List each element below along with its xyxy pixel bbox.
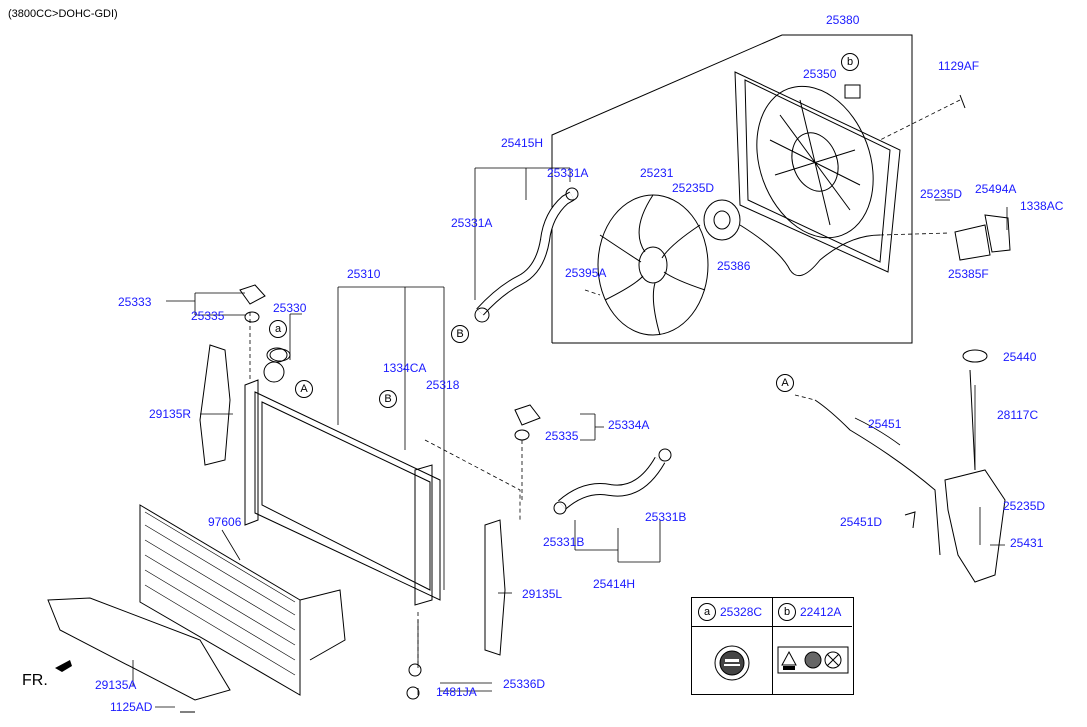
part-25331A-top[interactable]: 25331A — [547, 166, 589, 180]
lower-hose-drawing — [553, 448, 672, 515]
part-1481JA[interactable]: 1481JA — [436, 685, 477, 699]
part-29135A[interactable]: 29135A — [95, 678, 137, 692]
part-25386[interactable]: 25386 — [717, 259, 751, 273]
engine-spec-header: (3800CC>DOHC-GDI) — [8, 8, 118, 20]
part-25395A[interactable]: 25395A — [565, 266, 607, 280]
part-25380[interactable]: 25380 — [826, 13, 860, 27]
part-97606[interactable]: 97606 — [208, 515, 242, 529]
callout-B-hose: B — [451, 325, 469, 343]
bracket-right-drawing — [199, 344, 231, 466]
part-25335-top[interactable]: 25335 — [191, 309, 225, 323]
radiator-drawing — [244, 361, 441, 606]
part-25494A[interactable]: 25494A — [975, 182, 1017, 196]
part-1338AC[interactable]: 1338AC — [1020, 199, 1064, 213]
part-29135R[interactable]: 29135R — [149, 407, 192, 421]
callout-a-cap: a — [269, 320, 287, 338]
part-25451D[interactable]: 25451D — [840, 515, 883, 529]
fan-shroud — [734, 71, 901, 273]
upper-hose-drawing — [474, 187, 579, 323]
part-25333[interactable]: 25333 — [118, 295, 152, 309]
part-29135L[interactable]: 29135L — [522, 587, 563, 601]
legend-part-25328C[interactable]: 25328C — [720, 605, 763, 619]
part-25235D-tank[interactable]: 25235D — [1003, 499, 1046, 513]
part-1334CA[interactable]: 1334CA — [383, 361, 427, 375]
part-25331B-left[interactable]: 25331B — [543, 535, 585, 549]
legend-table: a 25328C b 22412A — [691, 597, 854, 695]
bracket-left-drawing — [484, 519, 506, 656]
part-25331B-right[interactable]: 25331B — [645, 510, 687, 524]
part-25385F[interactable]: 25385F — [948, 267, 989, 281]
legend-callout-b: b — [778, 603, 796, 621]
part-25451[interactable]: 25451 — [868, 417, 902, 431]
reservoir-drawing — [266, 347, 1006, 583]
part-1125AD[interactable]: 1125AD — [110, 700, 153, 714]
part-25330[interactable]: 25330 — [273, 301, 307, 315]
front-arrow-icon — [55, 660, 72, 672]
fan-blade-drawing — [597, 194, 709, 336]
legend-col-a: a 25328C — [692, 598, 773, 694]
legend-header-b: b 22412A — [772, 598, 852, 627]
part-25431[interactable]: 25431 — [1010, 536, 1044, 550]
part-25334A[interactable]: 25334A — [608, 418, 650, 432]
fan-assembly-box — [551, 34, 913, 344]
part-25318[interactable]: 25318 — [426, 378, 460, 392]
front-direction-label: FR. — [22, 672, 48, 689]
part-25414H[interactable]: 25414H — [593, 577, 636, 591]
part-25231[interactable]: 25231 — [640, 166, 674, 180]
part-28117C[interactable]: 28117C — [997, 408, 1039, 422]
callout-B-radiator: B — [379, 390, 397, 408]
dashed-connectors — [249, 99, 961, 668]
callout-b-top: b — [841, 53, 859, 71]
legend-col-b: b 22412A — [772, 598, 852, 694]
legend-part-22412A[interactable]: 22412A — [800, 605, 842, 619]
air-guard-drawing — [47, 597, 231, 701]
part-25235D-right[interactable]: 25235D — [920, 187, 963, 201]
part-25335-mid[interactable]: 25335 — [545, 429, 579, 443]
small-parts — [180, 84, 966, 713]
radiator-cap-label-icon — [714, 645, 750, 681]
part-25310[interactable]: 25310 — [347, 267, 381, 281]
fan-motor-drawing — [703, 199, 881, 277]
callout-A-hose: A — [776, 374, 794, 392]
part-25336D[interactable]: 25336D — [503, 677, 546, 691]
callout-A-radiator: A — [295, 380, 313, 398]
legend-callout-a: a — [698, 603, 716, 621]
legend-header-a: a 25328C — [692, 598, 772, 627]
leader-lines — [132, 167, 1008, 708]
part-25331A-left[interactable]: 25331A — [451, 216, 493, 230]
resistor-drawing — [954, 214, 1011, 261]
condenser-drawing — [139, 504, 346, 696]
part-25415H[interactable]: 25415H — [501, 136, 544, 150]
part-25440[interactable]: 25440 — [1003, 350, 1037, 364]
warning-label-icon — [777, 646, 849, 674]
part-25235D-fan[interactable]: 25235D — [672, 181, 715, 195]
part-25350[interactable]: 25350 — [803, 67, 837, 81]
part-1129AF[interactable]: 1129AF — [938, 59, 980, 73]
